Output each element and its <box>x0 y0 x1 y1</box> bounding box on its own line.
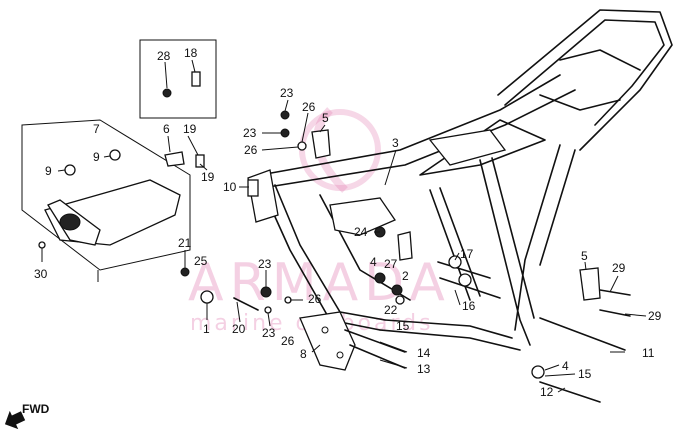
callout-29: 29 <box>612 261 626 275</box>
callout-2: 2 <box>402 269 409 283</box>
callout-18: 18 <box>184 46 198 60</box>
fwd-label: FWD <box>22 402 50 416</box>
main-frame <box>247 9 673 351</box>
detail-box <box>139 39 217 119</box>
callout-labels: 28 18 23 26 23 5 26 3 6 19 19 7 9 9 10 2… <box>34 46 662 399</box>
callout-20: 20 <box>232 322 246 336</box>
callout-10: 10 <box>223 180 237 194</box>
callout-15: 15 <box>396 319 410 333</box>
callout-4: 4 <box>562 359 569 373</box>
callout-30: 30 <box>34 267 48 281</box>
callout-23: 23 <box>258 257 272 271</box>
callout-12: 12 <box>540 385 554 399</box>
callout-26: 26 <box>308 292 322 306</box>
callout-23: 23 <box>243 126 257 140</box>
callout-9: 9 <box>45 164 52 178</box>
callout-23: 23 <box>280 86 294 100</box>
fwd-indicator: FWD <box>4 402 50 430</box>
callout-14: 14 <box>417 346 431 360</box>
callout-8: 8 <box>300 347 307 361</box>
callout-16: 16 <box>462 299 476 313</box>
engine-hanger-plate <box>299 311 356 371</box>
callout-24: 24 <box>354 225 368 239</box>
leader-lines <box>41 59 647 393</box>
callout-26: 26 <box>302 100 316 114</box>
callout-22: 22 <box>384 303 398 317</box>
callout-1: 1 <box>203 322 210 336</box>
callout-27: 27 <box>384 257 398 271</box>
callout-4: 4 <box>370 255 377 269</box>
callout-7: 7 <box>93 122 100 136</box>
callout-5: 5 <box>581 249 588 263</box>
callout-19: 19 <box>183 122 197 136</box>
callout-3: 3 <box>392 136 399 150</box>
callout-23: 23 <box>262 326 276 340</box>
callout-6: 6 <box>163 122 170 136</box>
callout-5: 5 <box>322 111 329 125</box>
callout-15: 15 <box>578 367 592 381</box>
skid-plate <box>21 119 191 271</box>
callout-17: 17 <box>460 247 474 261</box>
callout-11: 11 <box>642 346 655 360</box>
callout-19: 19 <box>201 170 215 184</box>
bolts <box>233 261 631 403</box>
callout-13: 13 <box>417 362 431 376</box>
callout-26: 26 <box>244 143 258 157</box>
callout-21: 21 <box>178 236 192 250</box>
callout-28: 28 <box>157 49 171 63</box>
callout-29: 29 <box>648 309 662 323</box>
callout-9: 9 <box>93 150 100 164</box>
callout-26: 26 <box>281 334 295 348</box>
callout-25: 25 <box>194 254 208 268</box>
